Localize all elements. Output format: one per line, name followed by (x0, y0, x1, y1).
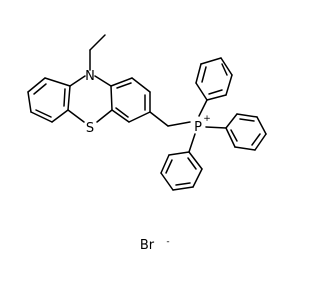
bond (206, 94, 227, 101)
bond (111, 109, 130, 123)
bond (234, 146, 256, 151)
bond (251, 133, 261, 146)
bond (195, 63, 202, 84)
bond (239, 118, 255, 122)
bond (35, 109, 52, 118)
bond (116, 82, 132, 89)
bond (225, 127, 236, 148)
bond (225, 74, 233, 96)
bond (188, 151, 203, 170)
bond (198, 99, 208, 117)
bond (30, 111, 53, 123)
bond (225, 113, 238, 129)
bond (192, 168, 203, 188)
phosphorus-atom-label: P (194, 120, 202, 135)
bond (149, 111, 169, 127)
phenyl-bottom (160, 133, 203, 191)
bond (94, 75, 112, 87)
bond (96, 109, 113, 123)
bond (160, 172, 174, 191)
bond (205, 126, 227, 129)
bond (208, 89, 223, 95)
bond (67, 109, 85, 123)
bond (172, 186, 194, 191)
bond (69, 75, 86, 87)
phenyl-top (195, 57, 233, 117)
bond (63, 88, 66, 107)
bond (44, 77, 71, 87)
ethyl-group (89, 34, 106, 71)
bond (131, 77, 151, 93)
bond (167, 121, 191, 127)
bond (128, 111, 151, 123)
bond (200, 57, 222, 65)
bond (221, 63, 228, 76)
bond (110, 77, 133, 87)
bond (175, 182, 191, 186)
bond (188, 133, 196, 153)
phenothiazine-left-ring (27, 77, 71, 123)
bond (168, 151, 190, 156)
bond (256, 116, 267, 135)
nitrogen-atom-label: N (85, 69, 95, 84)
bond (160, 154, 170, 174)
bond (115, 107, 129, 118)
bromide-charge: - (166, 237, 169, 247)
bond (33, 83, 47, 95)
bond (165, 159, 173, 174)
bond (230, 129, 238, 142)
phosphonium-charge: + (203, 114, 211, 124)
bond (195, 82, 208, 101)
methylene-linker (149, 111, 191, 127)
bond (27, 91, 32, 113)
structure-drawing: N S P + Br - (27, 34, 267, 253)
phenothiazine-right-ring (110, 77, 151, 123)
phenyl-right (205, 113, 267, 151)
sulfur-atom-label: S (86, 121, 94, 136)
bond (236, 113, 258, 118)
bond (220, 57, 233, 76)
bond (27, 77, 46, 93)
phenothiazine-central-ring (67, 75, 113, 123)
bond (254, 133, 267, 151)
bromide-label: Br (140, 238, 155, 253)
bond (51, 109, 69, 123)
bond (67, 85, 71, 111)
bond (187, 157, 197, 170)
bond (89, 34, 106, 51)
bond (110, 85, 113, 111)
bond (201, 66, 207, 83)
molecule-diagram: N S P + Br - (27, 34, 267, 253)
